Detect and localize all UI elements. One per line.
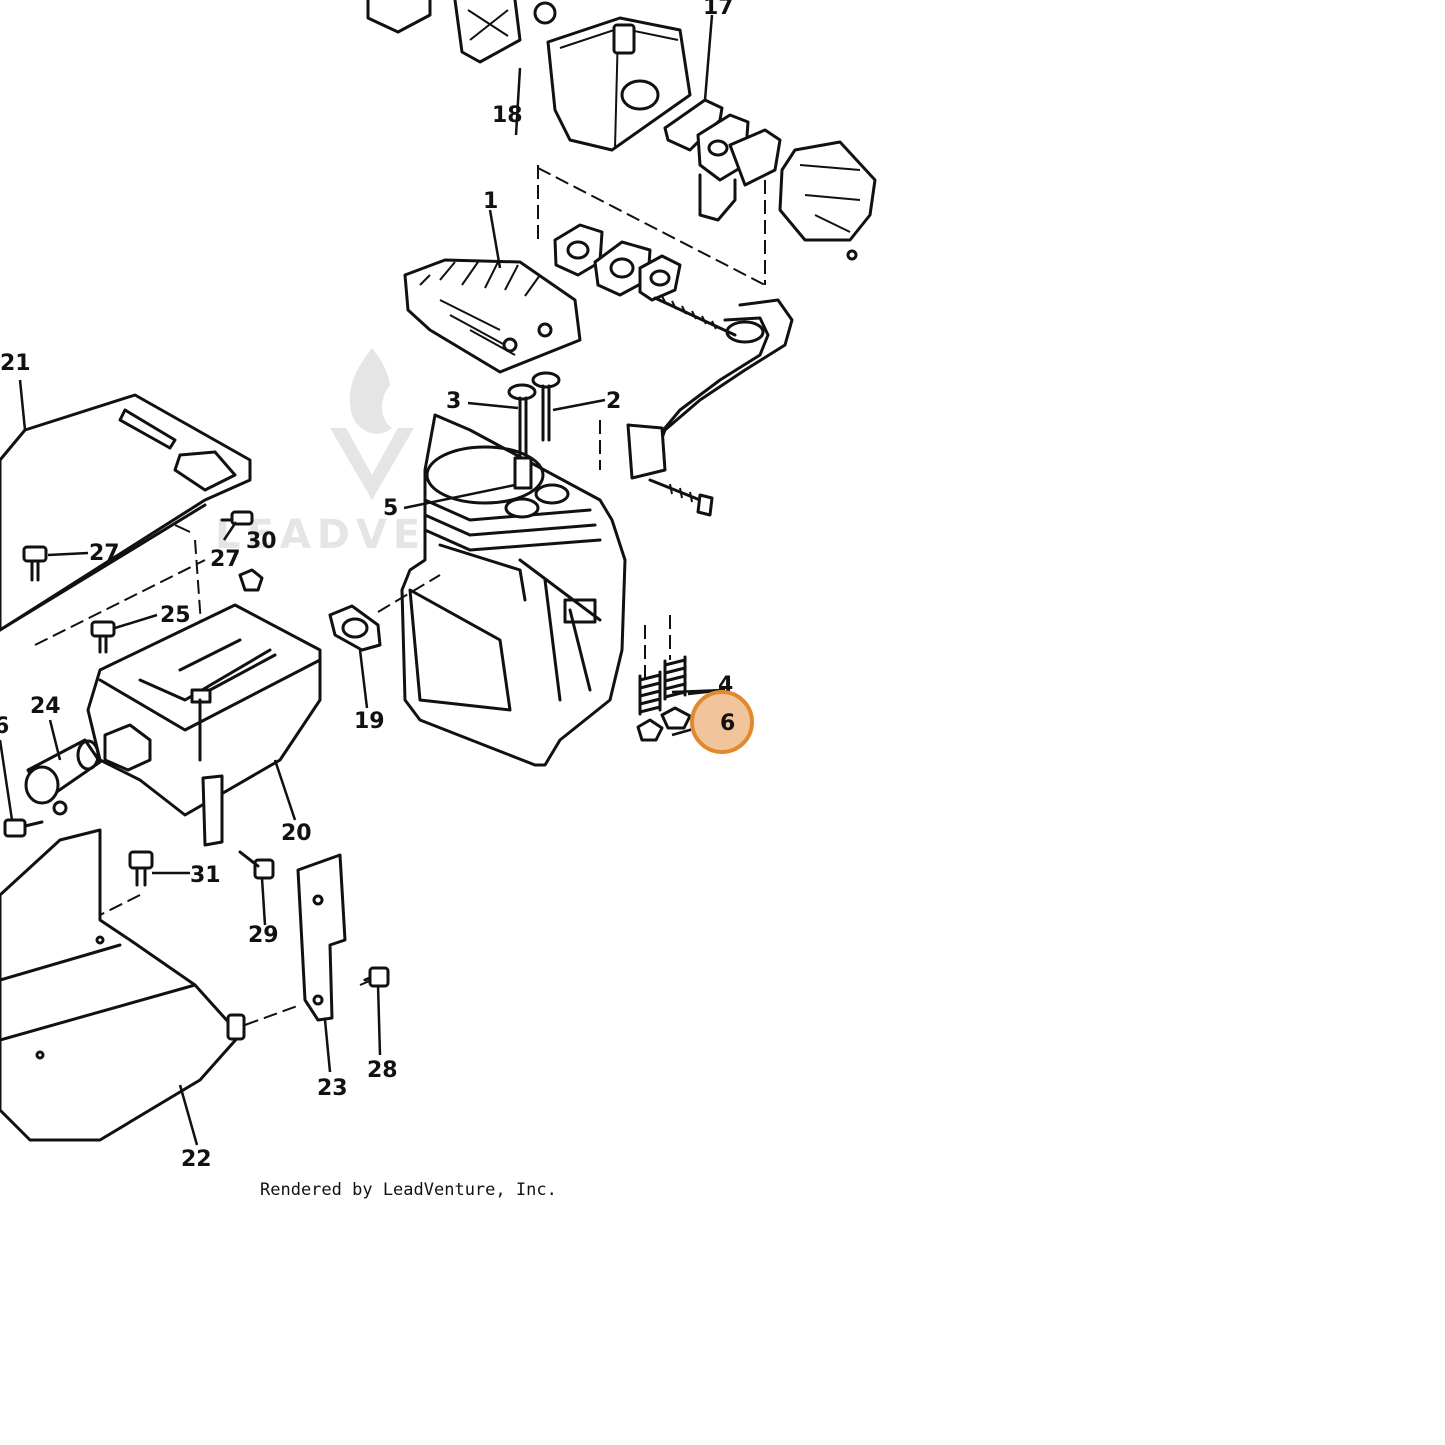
muffler-bottom-shield bbox=[0, 828, 373, 1142]
air-cleaner-housing bbox=[546, 16, 877, 261]
cylinder-block bbox=[400, 413, 627, 767]
exhaust-gasket bbox=[328, 574, 441, 652]
fastener-bolts bbox=[22, 510, 264, 654]
callout-25[interactable]: 25 bbox=[160, 603, 191, 628]
callout-partial-6[interactable]: 6 bbox=[0, 714, 9, 739]
callout-3[interactable]: 3 bbox=[446, 389, 461, 414]
callout-29[interactable]: 29 bbox=[248, 923, 279, 948]
callout-31[interactable]: 31 bbox=[190, 863, 221, 888]
callout-20[interactable]: 20 bbox=[281, 821, 312, 846]
gasket-bracket-lines bbox=[537, 165, 766, 286]
intake-gaskets bbox=[553, 223, 682, 302]
callout-19[interactable]: 19 bbox=[354, 709, 385, 734]
muffler-top-shield bbox=[0, 393, 252, 681]
top-partial-housing bbox=[366, 0, 557, 64]
valve-springs bbox=[638, 615, 687, 716]
muffler-tip bbox=[3, 738, 102, 838]
callout-23[interactable]: 23 bbox=[317, 1076, 348, 1101]
small-bolts bbox=[99, 850, 390, 988]
mounting-bracket bbox=[296, 853, 347, 1022]
callout-6[interactable]: 6 bbox=[720, 711, 735, 736]
stud-threads bbox=[661, 295, 717, 330]
callout-24[interactable]: 24 bbox=[30, 694, 61, 719]
cylinder-head bbox=[403, 258, 582, 374]
callout-5[interactable]: 5 bbox=[383, 496, 398, 521]
callout-21[interactable]: 21 bbox=[0, 351, 31, 376]
callout-17[interactable]: 17 bbox=[703, 0, 734, 20]
valve-retainers bbox=[636, 706, 692, 742]
callout-1[interactable]: 1 bbox=[483, 189, 498, 214]
muffler bbox=[86, 603, 322, 847]
callout-18[interactable]: 18 bbox=[492, 103, 523, 128]
exhaust-pipe bbox=[599, 298, 794, 517]
callout-2[interactable]: 2 bbox=[606, 389, 621, 414]
callout-6-highlight[interactable]: 6 bbox=[690, 690, 754, 754]
callout-27b[interactable]: 27 bbox=[210, 547, 241, 572]
watermark-logo bbox=[330, 348, 414, 500]
callout-30[interactable]: 30 bbox=[246, 529, 277, 554]
callout-28[interactable]: 28 bbox=[367, 1058, 398, 1083]
callout-27a[interactable]: 27 bbox=[89, 541, 120, 566]
valves bbox=[507, 371, 561, 457]
callout-22[interactable]: 22 bbox=[181, 1147, 212, 1172]
render-credit: Rendered by LeadVenture, Inc. bbox=[260, 1180, 557, 1200]
